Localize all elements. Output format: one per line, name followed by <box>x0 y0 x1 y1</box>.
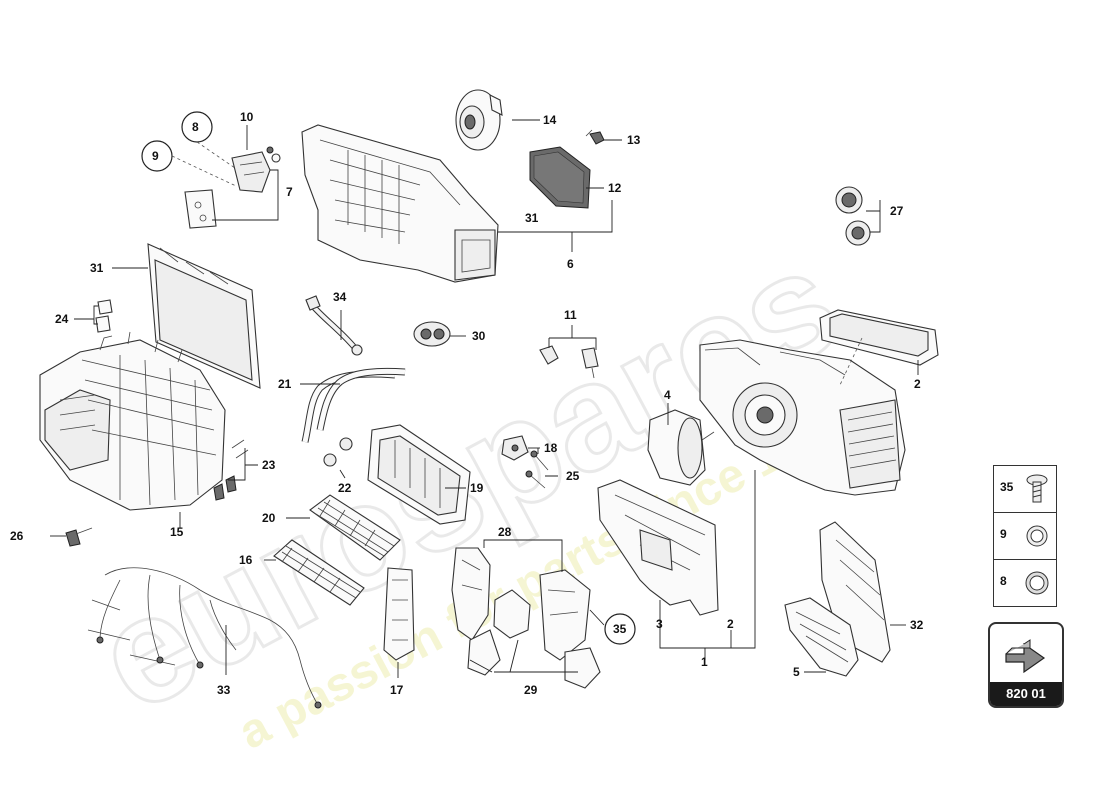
callout-4: 4 <box>664 388 671 402</box>
callout-10: 10 <box>240 110 254 124</box>
callout-30: 30 <box>472 329 486 343</box>
callout-7: 7 <box>286 185 293 199</box>
leader-lines <box>50 119 919 678</box>
washer-icon <box>1026 525 1048 547</box>
part-11 <box>539 345 599 379</box>
callout-3: 3 <box>656 617 663 631</box>
callout-19: 19 <box>470 481 484 495</box>
part-18 <box>501 435 529 461</box>
callout-6: 6 <box>567 257 574 271</box>
part-26 <box>65 527 93 547</box>
part-7 <box>184 189 217 229</box>
callout-16: 16 <box>239 553 253 567</box>
screw-icon <box>1026 474 1048 503</box>
callout-35: 35 <box>613 622 627 636</box>
callout-2-top: 2 <box>914 377 921 391</box>
part-28 <box>451 547 591 661</box>
callout-11: 11 <box>564 308 577 322</box>
part-13 <box>585 129 605 145</box>
callout-9: 9 <box>152 149 159 163</box>
part-15 <box>39 331 226 511</box>
callout-28: 28 <box>498 525 512 539</box>
callout-34: 34 <box>333 290 347 304</box>
reference-number: 8 <box>1000 574 1007 588</box>
callout-18: 18 <box>544 441 558 455</box>
arrow-3d-icon <box>1005 639 1046 674</box>
part-5 <box>784 597 859 677</box>
callout-14: 14 <box>543 113 557 127</box>
callout-33: 33 <box>217 683 231 697</box>
callout-26: 26 <box>10 529 24 543</box>
hardware-reference-box: 35 9 8 <box>993 465 1057 607</box>
part-24 <box>95 299 113 333</box>
reference-row-8: 8 <box>994 560 1056 606</box>
part-29 <box>467 589 601 689</box>
parts <box>39 89 939 709</box>
part-21 <box>301 367 406 443</box>
part-34 <box>305 295 363 356</box>
part-31-filter-frame <box>147 243 261 389</box>
reference-number: 35 <box>1000 480 1014 494</box>
part-19 <box>367 424 471 525</box>
part-blower-housing <box>699 339 906 496</box>
diagram-code-box: 820 01 <box>988 622 1064 708</box>
callout-24: 24 <box>55 312 69 326</box>
callout-5: 5 <box>793 665 800 679</box>
part-14 <box>455 89 503 151</box>
part-4 <box>647 409 715 486</box>
part-17 <box>383 567 415 661</box>
part-27 <box>835 186 871 246</box>
callout-12: 12 <box>608 181 622 195</box>
callout-labels: 8 9 10 7 14 13 12 31 6 27 31 24 34 30 11… <box>10 110 924 697</box>
part-23 <box>213 439 249 501</box>
part-33-wiring-harness <box>87 567 322 709</box>
part-2-filter-top <box>819 309 939 366</box>
callout-22: 22 <box>338 481 352 495</box>
part-30 <box>413 321 451 347</box>
callout-13: 13 <box>627 133 641 147</box>
callout-25: 25 <box>566 469 580 483</box>
part-25 <box>525 450 549 489</box>
part-16 <box>273 539 365 606</box>
part-3-panel <box>597 479 719 616</box>
part-31-upper-housing <box>301 124 499 283</box>
callout-2-bottom: 2 <box>727 617 734 631</box>
callout-17: 17 <box>390 683 404 697</box>
callout-32: 32 <box>910 618 924 632</box>
callout-31-left: 31 <box>90 261 104 275</box>
callout-20: 20 <box>262 511 276 525</box>
part-22 <box>323 437 353 467</box>
reference-row-35: 35 <box>994 466 1056 512</box>
part-20 <box>309 494 401 561</box>
callout-31-upper: 31 <box>525 211 539 225</box>
callout-21: 21 <box>278 377 292 391</box>
reference-row-9: 9 <box>994 513 1056 559</box>
callout-circle-35 <box>604 613 636 645</box>
reference-number: 9 <box>1000 527 1007 541</box>
callout-29: 29 <box>524 683 538 697</box>
callout-15: 15 <box>170 525 184 539</box>
callout-1: 1 <box>701 655 708 669</box>
callout-8: 8 <box>192 120 199 134</box>
part-12 <box>529 146 591 209</box>
seal-ring-icon <box>1025 571 1049 595</box>
callout-27: 27 <box>890 204 904 218</box>
part-10 <box>231 146 281 193</box>
diagram-code: 820 01 <box>990 682 1062 706</box>
callout-23: 23 <box>262 458 276 472</box>
